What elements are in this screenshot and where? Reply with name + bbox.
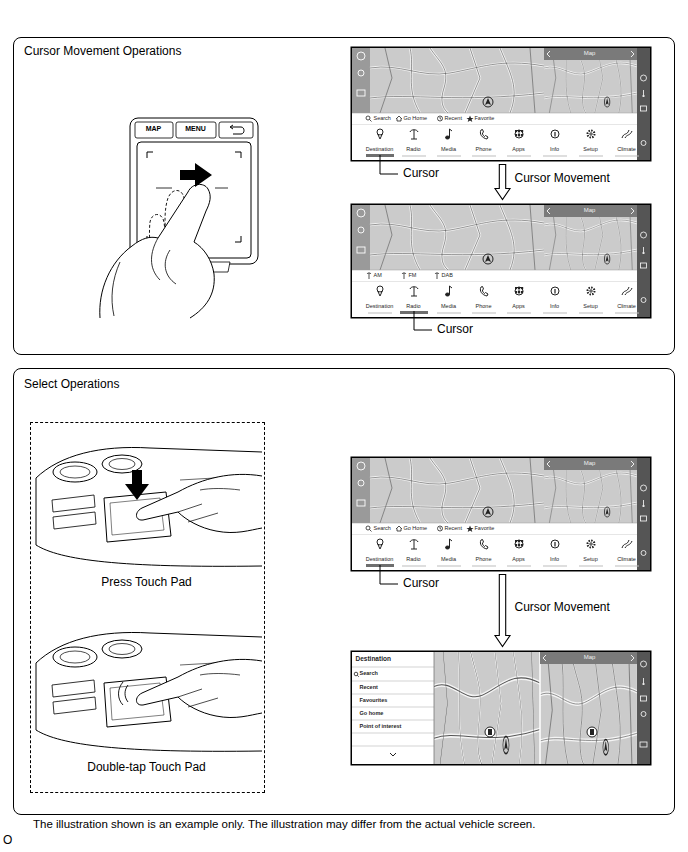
node-text: Go home: [360, 710, 384, 716]
panel-heading: Cursor Movement Operations: [24, 45, 181, 58]
node-text: MAP: [146, 125, 162, 133]
console-press: [36, 447, 262, 566]
screen-picture: [352, 652, 650, 764]
node-text: Phone: [476, 146, 492, 152]
node-text: DAB: [442, 272, 453, 278]
display-screen: Search Go Home Recent FavoriteDestination Ra…: [352, 48, 650, 160]
node-text: Phone: [476, 556, 492, 562]
node-text: Map: [584, 207, 596, 214]
node-text: Map: [584, 654, 596, 661]
node-text: Point of interest: [360, 723, 402, 729]
node-text: Destination: [356, 655, 391, 662]
node-text: Recent: [445, 525, 462, 531]
node-text: MENU: [185, 125, 206, 133]
panel-heading: Select Operations: [24, 378, 119, 391]
node-text: Recent: [360, 684, 378, 690]
node-text: AM: [374, 272, 382, 278]
node-text: Radio: [406, 146, 420, 152]
callout-label: Cursor: [437, 323, 473, 336]
touch-pad: MAP MENU: [130, 118, 258, 264]
node-text: Radio: [406, 303, 420, 309]
touch-pad-operation-box: Press Touch PadDouble-tap Touch Pad: [30, 422, 265, 793]
edge-label: Cursor Movement: [513, 172, 612, 185]
flow-arrow: [495, 575, 510, 647]
node-text: Setup: [583, 146, 597, 152]
edge-label: Cursor Movement: [513, 601, 612, 614]
display-screen: DestinationSearchRecentFavourites Go home…: [352, 652, 650, 764]
node-text: Phone: [476, 303, 492, 309]
node-text: Info: [550, 146, 559, 152]
node-text: Destination: [366, 303, 394, 309]
node-text: Apps: [512, 556, 525, 562]
node-text: Media: [441, 303, 456, 309]
node-text: Destination: [366, 556, 394, 562]
node-text: Search: [374, 525, 391, 531]
node-text: Media: [441, 556, 456, 562]
node-text: Search: [374, 115, 391, 121]
page-mark: O: [3, 834, 12, 847]
screen-picture: [352, 48, 650, 160]
node-text: Search: [360, 670, 378, 676]
node-text: Radio: [406, 556, 420, 562]
node-text: Setup: [583, 303, 597, 309]
caption: The illustration shown is an example onl…: [33, 818, 535, 831]
node-text: Favourites: [360, 697, 388, 703]
console-double-tap: [36, 632, 262, 751]
node-text: Destination: [366, 146, 394, 152]
node-text: Go Home: [404, 525, 428, 531]
node-text: Favorite: [475, 115, 495, 121]
node-text: Media: [441, 146, 456, 152]
operation-panel: Cursor Movement OperationsMAP MENU Search G…: [13, 37, 675, 355]
node-text: Go Home: [404, 115, 428, 121]
callout-label: Cursor: [403, 167, 439, 180]
leader-line: [380, 155, 432, 584]
node-text: Apps: [512, 146, 525, 152]
arrow-shape: [495, 575, 510, 647]
node-text: Climate: [617, 146, 636, 152]
node-text: Climate: [617, 556, 636, 562]
display-screen: AM FM DAB Destination Radio Media Phone Apps Inf…: [352, 205, 650, 317]
callout-label: Cursor: [403, 577, 439, 590]
node-text: Apps: [512, 303, 525, 309]
hand: [100, 163, 214, 318]
node-text: Press Touch Pad: [101, 576, 192, 589]
operation-panel: Select OperationsPress Touch PadDouble-t…: [13, 368, 675, 815]
node-text: Map: [584, 460, 596, 467]
display-screen: Search Go Home Recent FavoriteDestination Ra…: [352, 458, 650, 570]
flow-arrow: [495, 165, 510, 200]
node-text: Double-tap Touch Pad: [87, 761, 206, 774]
node-text: Info: [550, 556, 559, 562]
node-text: Recent: [445, 115, 462, 121]
node-text: Info: [550, 303, 559, 309]
node-text: Favorite: [475, 525, 495, 531]
arrow-shape: [495, 165, 510, 200]
node-text: FM: [409, 272, 417, 278]
screen-picture: [352, 205, 650, 317]
node-text: Setup: [583, 556, 597, 562]
node-text: Climate: [617, 303, 636, 309]
node-text: Map: [584, 50, 596, 57]
screen-picture: [352, 458, 650, 570]
